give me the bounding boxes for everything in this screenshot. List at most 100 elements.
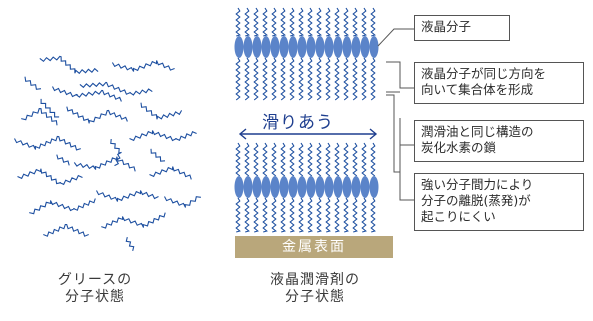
hydrocarbon-chain: [370, 7, 376, 37]
hydrocarbon-chain: [235, 57, 241, 101]
hydrocarbon-chain: [280, 7, 286, 37]
label-text: 炭化水素の鎖: [421, 140, 497, 155]
hydrocarbon-chain: [253, 197, 259, 233]
liquid-crystal-molecule: [342, 176, 352, 198]
liquid-crystal-caption: 液晶潤滑剤の 分子状態: [240, 272, 390, 306]
hydrocarbon-chain: [298, 197, 304, 233]
hydrocarbon-chain: [307, 57, 313, 101]
liquid-crystal-molecule: [252, 36, 262, 58]
slide-label: 滑りあう: [262, 113, 334, 133]
hydrocarbon-chain: [343, 57, 349, 101]
hydrocarbon-chain: [280, 197, 286, 233]
hydrocarbon-chain: [316, 57, 322, 101]
label-text: 液晶分子: [421, 19, 472, 34]
hydrocarbon-chain: [21, 108, 58, 126]
hydrocarbon-chain: [325, 142, 331, 177]
label-box-aggregate: 液晶分子が同じ方向を 向いて集合体を形成: [414, 62, 584, 104]
hydrocarbon-chain: [289, 142, 295, 177]
label-text: 起こりにくい: [421, 209, 496, 224]
hydrocarbon-chain: [334, 197, 340, 233]
caption-line: 分子状態: [65, 289, 125, 305]
liquid-crystal-molecule: [279, 36, 289, 58]
liquid-crystal-molecule: [297, 176, 307, 198]
hydrocarbon-chain: [56, 154, 70, 166]
hydrocarbon-chain: [307, 7, 313, 37]
hydrocarbon-chain: [271, 7, 277, 37]
hydrocarbon-chain: [39, 55, 99, 75]
hydrocarbon-chain: [262, 142, 268, 177]
liquid-crystal-molecule: [297, 36, 307, 58]
hydrocarbon-chain: [244, 197, 250, 233]
liquid-crystal-molecule: [234, 176, 244, 198]
liquid-crystal-molecule: [243, 176, 253, 198]
hydrocarbon-chain: [352, 7, 358, 37]
liquid-crystal-molecule: [369, 36, 379, 58]
hydrocarbon-chain: [325, 7, 331, 37]
liquid-crystal-molecule: [324, 176, 334, 198]
hydrocarbon-chain: [271, 57, 277, 101]
hydrocarbon-chain: [271, 142, 277, 177]
hydrocarbon-chain: [253, 57, 259, 101]
liquid-crystal-molecule: [342, 36, 352, 58]
hydrocarbon-chain: [316, 7, 322, 37]
hydrocarbon-chain: [343, 197, 349, 233]
hydrocarbon-chain: [29, 198, 96, 215]
hydrocarbon-chain: [43, 223, 89, 237]
hydrocarbon-chain: [298, 57, 304, 101]
liquid-crystal-molecule: [288, 36, 298, 58]
hydrocarbon-chain: [352, 57, 358, 101]
caption-line: グリースの: [57, 272, 133, 288]
liquid-crystal-molecule: [324, 36, 334, 58]
hydrocarbon-chain: [343, 7, 349, 37]
hydrocarbon-chain: [96, 190, 159, 202]
liquid-crystal-molecule: [261, 36, 271, 58]
hydrocarbon-chain: [307, 197, 313, 233]
liquid-crystal-molecule: [351, 36, 361, 58]
hydrocarbon-chain: [316, 142, 322, 177]
hydrocarbon-chain: [352, 197, 358, 233]
hydrocarbon-chain: [235, 7, 241, 37]
hydrocarbon-chain: [298, 7, 304, 37]
hydrocarbon-chain: [244, 142, 250, 177]
liquid-crystal-molecule: [351, 176, 361, 198]
hydrocarbon-chain: [262, 7, 268, 37]
hydrocarbon-chain: [370, 197, 376, 233]
hydrocarbon-chain: [361, 7, 367, 37]
hydrocarbon-chain: [334, 7, 340, 37]
label-text: 液晶分子が同じ方向を: [421, 66, 547, 81]
liquid-crystal-molecule: [315, 176, 325, 198]
connector-force: [399, 172, 414, 201]
hydrocarbon-chain: [361, 57, 367, 101]
connector-aggregate: [386, 61, 414, 89]
hydrocarbon-chain: [110, 138, 122, 167]
hydrocarbon-chain: [280, 57, 286, 101]
hydrocarbon-chain: [361, 142, 367, 177]
hydrocarbon-chain: [52, 86, 122, 102]
liquid-crystal-molecule: [243, 36, 253, 58]
label-text: 強い分子間力により: [421, 177, 534, 192]
hydrocarbon-chain: [17, 168, 83, 186]
hydrocarbon-chain: [244, 7, 250, 37]
hydrocarbon-chain: [101, 212, 166, 229]
hydrocarbon-chain: [334, 57, 340, 101]
hydrocarbon-chain: [129, 130, 197, 142]
hydrocarbon-chain: [164, 196, 201, 208]
hydrocarbon-chain: [66, 106, 128, 124]
liquid-crystal-molecule: [333, 36, 343, 58]
hydrocarbon-chain: [235, 142, 241, 177]
label-text: 分子の離脱(蒸発)が: [421, 193, 531, 208]
hydrocarbon-chain: [140, 102, 183, 120]
hydrocarbon-chain: [253, 142, 259, 177]
hydrocarbon-chain: [73, 156, 136, 172]
hydrocarbon-chain: [40, 98, 60, 118]
liquid-crystal-molecule: [288, 176, 298, 198]
liquid-crystal-molecule: [234, 36, 244, 58]
connector-chain: [386, 94, 400, 173]
hydrocarbon-chain: [307, 142, 313, 177]
caption-line: 分子状態: [285, 289, 345, 305]
caption-line: 液晶潤滑剤の: [270, 272, 360, 288]
hydrocarbon-chain: [14, 135, 81, 151]
hydrocarbon-chain: [149, 166, 192, 180]
